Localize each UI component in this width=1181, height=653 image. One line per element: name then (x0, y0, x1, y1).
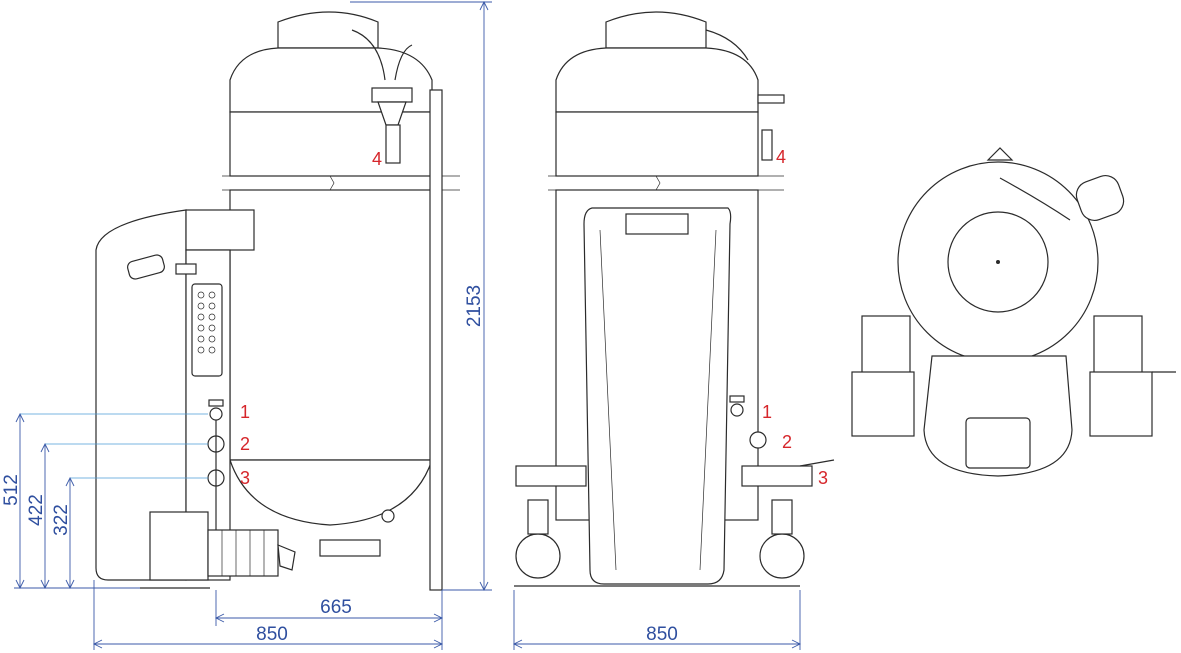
dim-depth-partial: 665 (320, 597, 352, 618)
top-pump-left-motor (851, 371, 915, 437)
side-pump-body (207, 529, 279, 577)
top-cabinet-handle (965, 417, 1031, 469)
dimensions: 2153 512 422 322 665 850 850 (1, 0, 802, 650)
side-valve-1 (209, 407, 223, 421)
side-view-leaders (20, 413, 208, 479)
dim-total-height: 2153 (464, 285, 485, 327)
front-tank-dome (555, 47, 759, 113)
front-callout-4: 4 (776, 147, 786, 167)
side-tank-bottom (229, 459, 433, 526)
front-valve-1 (730, 403, 744, 417)
side-callout-2: 2 (240, 434, 250, 454)
dim-depth-side: 850 (256, 624, 288, 645)
front-callout-2: 2 (782, 432, 792, 452)
front-cabinet (583, 207, 732, 585)
front-pump-left (515, 533, 561, 579)
side-cabinet-top (185, 209, 255, 251)
front-view: 4 1 2 3 (514, 11, 835, 587)
side-terminal-block (191, 283, 223, 377)
top-view (851, 147, 1176, 477)
side-tank-upper-body (229, 111, 433, 177)
front-valve-2 (749, 431, 767, 449)
side-callout-4: 4 (372, 149, 382, 169)
top-pump-right-motor (1089, 371, 1153, 437)
side-frame-rail (429, 89, 443, 591)
side-tank-top-cap (277, 11, 379, 49)
top-pump-right-head (1093, 315, 1143, 377)
front-pipe-left (515, 465, 587, 487)
side-filter-head (371, 87, 413, 103)
front-connection-4 (761, 129, 773, 161)
front-tank-top-cap (605, 11, 707, 49)
front-callout-1: 1 (762, 402, 772, 422)
front-cabinet-handle (625, 213, 689, 235)
front-pump-right (759, 533, 805, 579)
side-view: 4 1 2 3 (95, 11, 460, 591)
front-pipe-3 (741, 465, 813, 487)
front-tank-upper-body (555, 111, 759, 177)
front-callout-3: 3 (818, 468, 828, 488)
side-tank-lower-body (229, 189, 433, 461)
side-connection-4 (385, 124, 401, 164)
dim-conn-1: 512 (1, 474, 22, 506)
top-cabinet (923, 355, 1073, 477)
dim-width-front: 850 (646, 624, 678, 645)
top-pump-left-head (861, 315, 911, 377)
side-callout-1: 1 (240, 402, 250, 422)
dim-conn-2: 422 (26, 494, 47, 526)
side-callout-3: 3 (240, 468, 250, 488)
dim-conn-3: 322 (51, 504, 72, 536)
side-pump-motor (149, 511, 209, 581)
side-cabinet-handle (127, 254, 165, 280)
